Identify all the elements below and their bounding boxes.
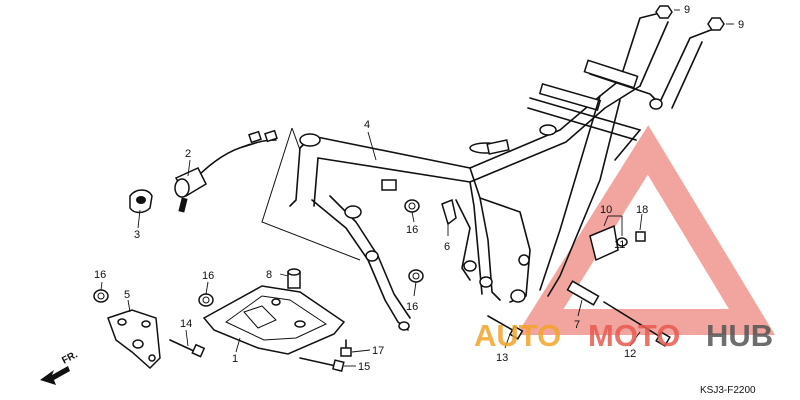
callout-17: 17 xyxy=(372,345,384,357)
callout-9a: 9 xyxy=(684,4,690,16)
callout-16a: 16 xyxy=(94,269,106,281)
rubber-mount-a[interactable] xyxy=(93,289,109,303)
rubber-mount-d[interactable] xyxy=(408,269,424,283)
cable-clip[interactable] xyxy=(441,198,457,226)
ignition-cap[interactable] xyxy=(129,189,153,214)
bolt-14[interactable] xyxy=(169,339,206,358)
watermark-word-auto: AUTO xyxy=(474,318,561,353)
skid-plate[interactable] xyxy=(202,285,346,355)
nut-9a[interactable] xyxy=(655,5,673,19)
callout-11: 11 xyxy=(614,239,625,251)
callout-8: 8 xyxy=(266,269,272,281)
callout-4: 4 xyxy=(364,119,370,131)
callout-5: 5 xyxy=(124,289,130,301)
callout-3: 3 xyxy=(134,229,140,241)
diagram-code: KSJ3-F2200 xyxy=(700,385,756,396)
callout-9b: 9 xyxy=(738,19,744,31)
bolt-17[interactable] xyxy=(340,339,352,357)
watermark-word-hub: HUB xyxy=(706,318,773,353)
callout-12: 12 xyxy=(624,348,636,360)
leader-lines xyxy=(100,9,734,367)
callout-2: 2 xyxy=(185,148,191,160)
rubber-mount-b[interactable] xyxy=(198,293,214,307)
pivot-bracket[interactable] xyxy=(589,224,628,262)
callout-labels: 1 2 3 4 5 6 7 8 9 9 10 11 12 13 14 15 16… xyxy=(94,4,744,373)
engine-hanger-bracket[interactable] xyxy=(107,309,161,370)
bolt-18[interactable] xyxy=(635,231,646,242)
direction-label: FR. xyxy=(60,349,80,366)
callout-10: 10 xyxy=(600,204,612,216)
front-direction-indicator: FR. xyxy=(40,349,80,385)
frame-outline-guide xyxy=(261,127,361,261)
watermark-triangle xyxy=(516,125,776,335)
callout-1: 1 xyxy=(232,353,238,365)
collar-7[interactable] xyxy=(566,280,600,306)
callout-14: 14 xyxy=(180,318,192,330)
callout-6: 6 xyxy=(444,241,450,253)
bolt-13[interactable] xyxy=(487,315,524,340)
callout-16b: 16 xyxy=(202,270,214,282)
ignition-switch[interactable] xyxy=(174,129,278,213)
callout-7: 7 xyxy=(574,319,580,331)
callout-13: 13 xyxy=(496,352,508,364)
watermark-text: AUTO MOTO HUB xyxy=(474,318,773,353)
callout-16c: 16 xyxy=(406,224,418,236)
callout-18: 18 xyxy=(636,204,648,216)
bolt-15[interactable] xyxy=(299,357,345,372)
rubber-mount-c[interactable] xyxy=(404,199,420,213)
pivot-bolt-12[interactable] xyxy=(603,301,671,347)
main-frame[interactable] xyxy=(289,11,717,331)
callout-15: 15 xyxy=(358,361,370,373)
callout-16d: 16 xyxy=(406,301,418,313)
nut-9b[interactable] xyxy=(707,17,725,31)
arrow-icon xyxy=(40,366,70,385)
collar[interactable] xyxy=(287,268,301,289)
watermark-word-moto: MOTO xyxy=(588,318,680,353)
